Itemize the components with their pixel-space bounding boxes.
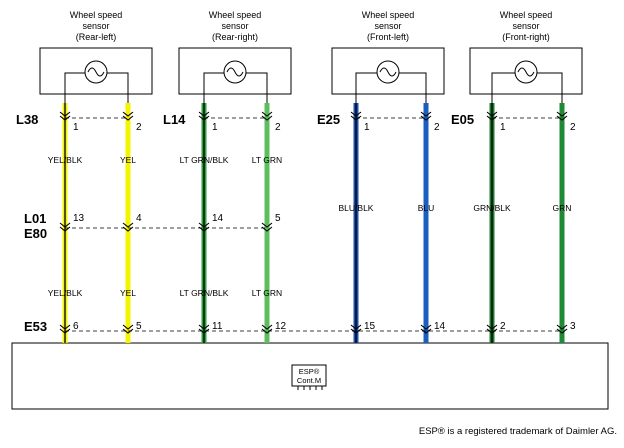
sensor-title-line2: sensor — [221, 21, 248, 31]
connector-chevron-icon — [350, 324, 362, 334]
connector-chevron-icon — [122, 324, 134, 334]
pin-number: 2 — [275, 122, 281, 133]
connector-chevron-icon — [59, 324, 71, 334]
connector-chevron-icon — [556, 324, 568, 334]
esp-module-chip-icon: ESP® Cont.M — [291, 364, 327, 390]
pin-number: 1 — [212, 122, 218, 133]
trademark-footnote: ESP® is a registered trademark of Daimle… — [418, 426, 617, 437]
connector-chevron-icon — [420, 324, 432, 334]
wire-color-label: GRN/BLK — [473, 203, 511, 213]
connector-dashed-lines — [65, 117, 562, 332]
pin-number: 1 — [73, 122, 79, 133]
wire-color-label: BLU/BLK — [339, 203, 374, 213]
sensor-title-line3: (Front-left) — [367, 32, 409, 42]
sensor-title-line1: Wheel speed — [500, 10, 553, 20]
connector-chevron-icon — [486, 111, 498, 121]
connector-label-e53: E53 — [24, 319, 47, 334]
sensor-title-line3: (Rear-right) — [212, 32, 258, 42]
pin-number: 5 — [275, 213, 281, 224]
ecu-label-line1: ESP® — [299, 367, 320, 376]
connector-chevron-icon — [59, 111, 71, 121]
connector-chevron-icon — [122, 111, 134, 121]
ecu-label-line2: Cont.M — [297, 376, 321, 385]
pin-number: 5 — [136, 321, 142, 332]
pin-number: 2 — [500, 321, 506, 332]
pin-number: 14 — [434, 321, 446, 332]
pin-number: 13 — [73, 213, 85, 224]
connector-chevron-icon — [350, 111, 362, 121]
sensor-title-line3: (Rear-left) — [76, 32, 117, 42]
connector-label-e05: E05 — [451, 112, 474, 127]
pin-number: 12 — [275, 321, 287, 332]
wire-color-label: LT GRN/BLK — [180, 288, 229, 298]
pin-number: 14 — [212, 213, 224, 224]
wire-color-label: LT GRN/BLK — [180, 155, 229, 165]
wire-color-label: LT GRN — [252, 288, 282, 298]
connector-chevron-icon — [556, 111, 568, 121]
wire-color-label: YEL/BLK — [48, 288, 83, 298]
wire-color-label: GRN — [553, 203, 572, 213]
pin-number: 6 — [73, 321, 79, 332]
sensor-title-line1: Wheel speed — [209, 10, 262, 20]
connector-chevron-icon — [198, 324, 210, 334]
sensor-title-line3: (Front-right) — [502, 32, 550, 42]
connector-chevron-icon — [198, 111, 210, 121]
sensor-front-left: Wheel speed sensor (Front-left) — [331, 10, 445, 103]
connector-chevron-icon — [261, 324, 273, 334]
pin-number: 2 — [570, 122, 576, 133]
sensor-title-line2: sensor — [82, 21, 109, 31]
connector-label-e80: E80 — [24, 226, 47, 241]
wire-color-label: YEL/BLK — [48, 155, 83, 165]
connector-label-l01: L01 — [24, 211, 46, 226]
sensor-title-line1: Wheel speed — [362, 10, 415, 20]
pin-number: 2 — [434, 122, 440, 133]
sensor-title-line2: sensor — [512, 21, 539, 31]
wire-color-label: BLU — [418, 203, 435, 213]
connector-chevron-icon — [486, 324, 498, 334]
pin-number: 3 — [570, 321, 576, 332]
wire-color-label: LT GRN — [252, 155, 282, 165]
sensor-front-right: Wheel speed sensor (Front-right) — [469, 10, 583, 103]
sensor-title-line1: Wheel speed — [70, 10, 123, 20]
pin-number: 1 — [500, 122, 506, 133]
connector-chevron-icon — [261, 111, 273, 121]
sensor-title-line2: sensor — [374, 21, 401, 31]
pin-number: 15 — [364, 321, 376, 332]
pin-number: 1 — [364, 122, 370, 133]
wire-color-label: YEL — [120, 155, 136, 165]
connector-label-e25: E25 — [317, 112, 340, 127]
connector-chevron-icon — [420, 111, 432, 121]
pin-number: 2 — [136, 122, 142, 133]
connector-label-l38: L38 — [16, 112, 38, 127]
pin-number: 4 — [136, 213, 142, 224]
sensor-rear-right: Wheel speed sensor (Rear-right) — [178, 10, 292, 103]
connector-label-l14: L14 — [163, 112, 186, 127]
pin-number: 11 — [212, 321, 223, 332]
wire-color-label: YEL — [120, 288, 136, 298]
sensor-rear-left: Wheel speed sensor (Rear-left) — [39, 10, 153, 103]
